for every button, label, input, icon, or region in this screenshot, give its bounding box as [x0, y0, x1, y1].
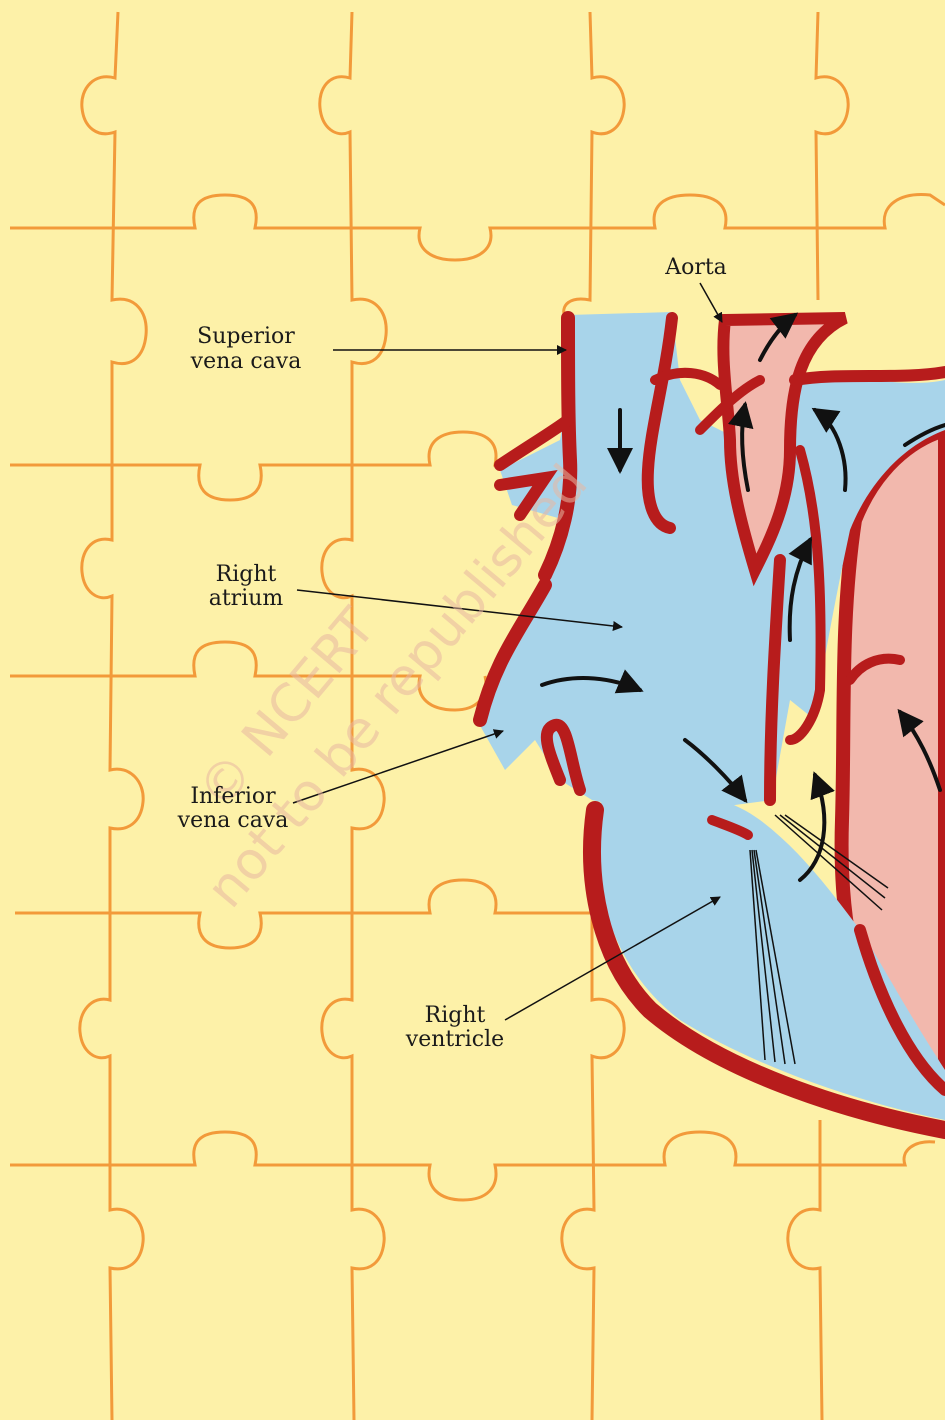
- label-superior-vena-cava-line1: Superior: [197, 324, 295, 349]
- label-right-ventricle-line1: Right: [425, 1003, 486, 1028]
- label-superior-vena-cava-line2: vena cava: [190, 349, 302, 374]
- label-inferior-vena-cava-line2: vena cava: [177, 808, 289, 833]
- label-inferior-vena-cava-line1: Inferior: [190, 784, 276, 809]
- label-right-atrium-line2: atrium: [209, 586, 284, 611]
- label-right-ventricle-line2: ventricle: [405, 1027, 504, 1052]
- label-aorta: Aorta: [664, 255, 727, 280]
- label-right-atrium-line1: Right: [216, 562, 277, 587]
